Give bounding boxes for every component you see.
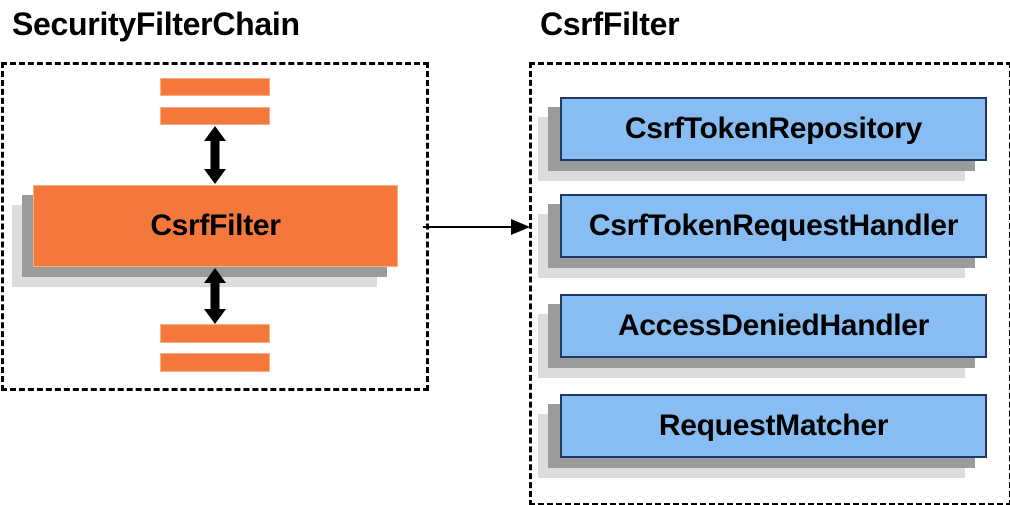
- filter-placeholder-bar: [160, 107, 270, 125]
- csrf-token-request-handler-box: CsrfTokenRequestHandler: [560, 194, 987, 258]
- left-panel-title: SecurityFilterChain: [12, 6, 300, 42]
- csrf-token-repository-box: CsrfTokenRepository: [560, 97, 987, 161]
- up-down-arrow-icon: [204, 268, 226, 324]
- up-down-arrow-icon: [204, 126, 226, 184]
- right-arrow-icon: [423, 219, 530, 235]
- csrf-filter-box: CsrfFilter: [33, 185, 398, 267]
- csrf-token-repository-label: CsrfTokenRepository: [624, 112, 923, 145]
- filter-placeholder-bar: [160, 324, 270, 343]
- access-denied-handler-label: AccessDeniedHandler: [617, 309, 930, 342]
- csrf-filter-box-label: CsrfFilter: [150, 209, 281, 242]
- request-matcher-box: RequestMatcher: [560, 394, 987, 458]
- right-panel-title: CsrfFilter: [540, 6, 680, 42]
- filter-placeholder-bar: [160, 353, 270, 372]
- request-matcher-label: RequestMatcher: [658, 409, 889, 442]
- filter-placeholder-bar: [160, 78, 270, 96]
- csrf-token-request-handler-label: CsrfTokenRequestHandler: [588, 209, 959, 242]
- access-denied-handler-box: AccessDeniedHandler: [560, 294, 987, 358]
